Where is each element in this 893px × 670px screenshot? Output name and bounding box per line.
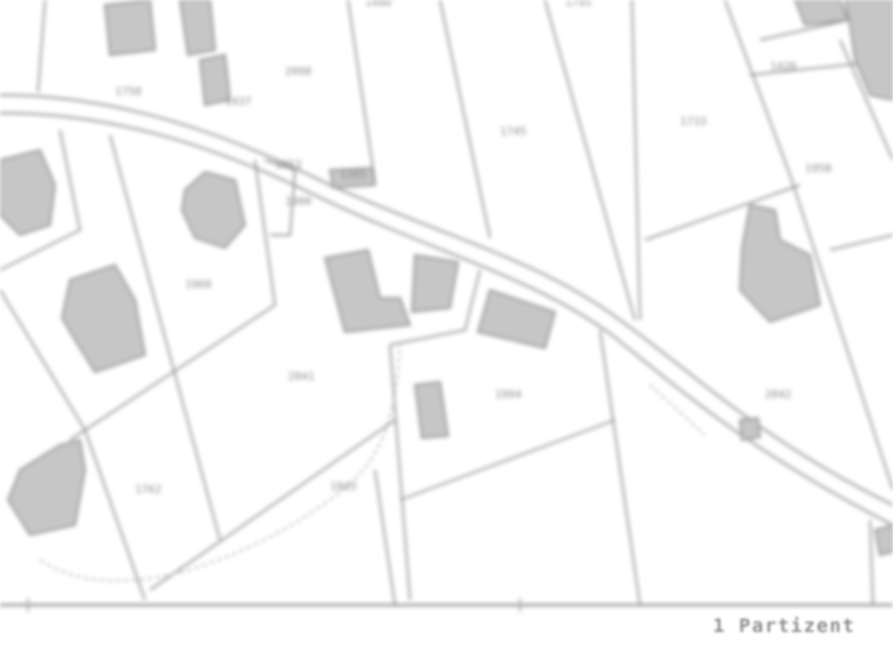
parcel-label: 2090 <box>285 65 312 78</box>
parcel-label: 1733 <box>680 115 707 128</box>
main-road-edge-lower <box>0 111 893 527</box>
partition-label: 1 Partizent <box>713 615 856 637</box>
main-road-edge-upper <box>0 93 893 507</box>
parcel-label: 1843 <box>330 480 357 493</box>
parcel-label: 1745 <box>500 125 527 138</box>
parcel-label: 1795 <box>565 0 592 9</box>
parcel-label: 1750 <box>115 85 142 98</box>
parcel-label: 1762 <box>135 483 162 496</box>
parcel-label: 1953 <box>275 158 302 171</box>
parcel-label: 1385 <box>340 168 367 181</box>
parcel-labels: 1750 2090 1437 1953 1385 1900 1745 1733 … <box>115 0 832 496</box>
parcel-label: 2041 <box>288 370 315 383</box>
dashed-track <box>39 339 401 582</box>
parcel-label: 1900 <box>285 195 312 208</box>
parcel-label: 1480 <box>365 0 392 9</box>
buildings <box>0 0 893 557</box>
parcel-label: 1958 <box>805 162 832 175</box>
parcel-label: 1437 <box>225 95 252 108</box>
parcel-boundaries <box>0 0 893 606</box>
parcel-label: 1994 <box>495 388 522 401</box>
parcel-label: 1420 <box>770 60 797 73</box>
parcel-label: 1960 <box>185 278 212 291</box>
dashed-track-2 <box>649 384 706 436</box>
parcel-label: 2042 <box>765 388 792 401</box>
